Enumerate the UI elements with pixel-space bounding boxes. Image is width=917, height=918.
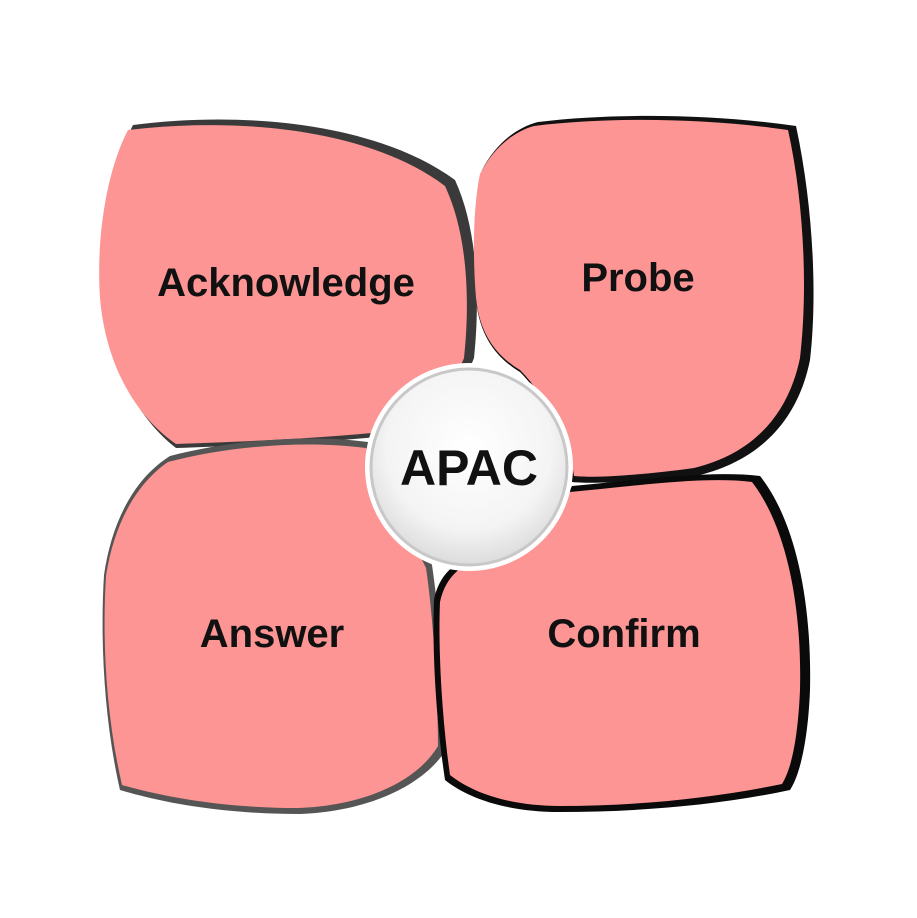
petal-answer: Answer xyxy=(102,438,446,814)
petal-answer-shape xyxy=(104,444,438,808)
petal-probe: Probe xyxy=(473,115,814,483)
petal-confirm-shape xyxy=(439,480,801,806)
petal-acknowledge-label: Acknowledge xyxy=(157,261,415,305)
petal-confirm: Confirm xyxy=(433,474,811,812)
center-circle xyxy=(369,367,569,567)
petal-probe-shape xyxy=(473,119,804,477)
center-label: APAC xyxy=(400,440,538,496)
petal-probe-label: Probe xyxy=(581,256,694,300)
petal-confirm-label: Confirm xyxy=(547,612,700,656)
petal-answer-label: Answer xyxy=(200,612,345,656)
petal-acknowledge: Acknowledge xyxy=(99,119,477,449)
center-node: APAC xyxy=(365,363,573,571)
petal-acknowledge-shape xyxy=(99,125,467,444)
